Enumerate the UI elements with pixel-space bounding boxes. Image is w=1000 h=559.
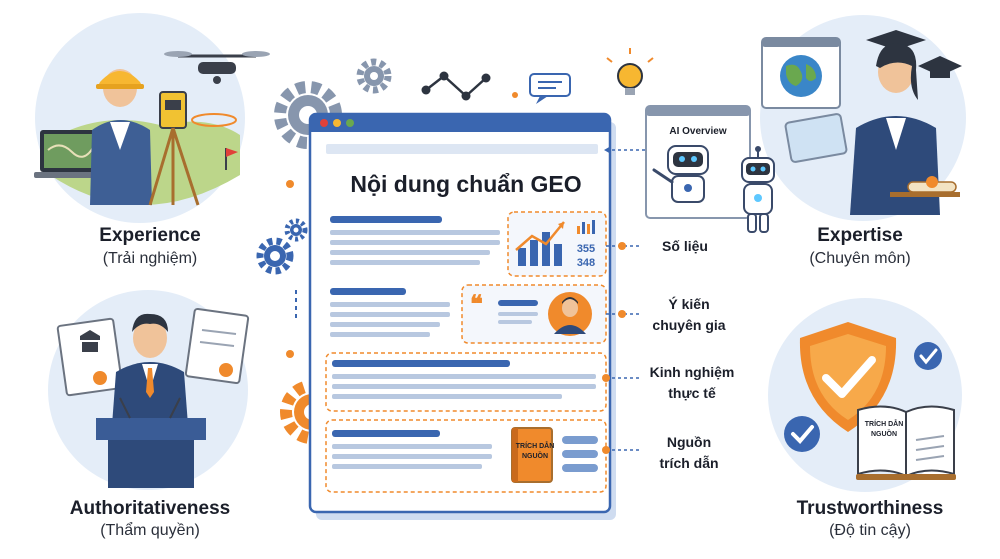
pillar-expertise-subtitle: (Chuyên môn) [809, 250, 911, 267]
tablet-icon [784, 113, 848, 163]
stat-value-2: 348 [577, 257, 595, 269]
section-sources: TRÍCH DẪN NGUỒN [325, 419, 607, 493]
book-label-line1: TRÍCH DẪN [516, 441, 555, 450]
check-badge-icon-top [914, 342, 942, 370]
gear-icon-left [256, 237, 294, 275]
network-nodes-icon [421, 71, 491, 101]
dot-decoration [512, 92, 518, 98]
callout-connectors [602, 146, 652, 454]
total-station-icon [148, 91, 200, 206]
drone-icon [164, 51, 270, 84]
callout-sources: Nguồn trích dẫn [636, 432, 742, 474]
callout-sources-line2: trích dẫn [659, 455, 719, 471]
gear-icon-small-top [356, 58, 392, 94]
globe-icon [780, 55, 822, 97]
expertise-illustration [760, 15, 966, 221]
bar-chart-icon [515, 221, 565, 266]
window-dot-green [346, 119, 354, 127]
section-expert: ❝ [330, 284, 607, 344]
trust-book-label-line2: NGUỒN [871, 428, 897, 438]
callout-sources-line1: Nguồn [666, 434, 712, 450]
shield-check-icon [799, 322, 897, 432]
gear-icon-left-small [284, 218, 308, 242]
certificate-icon-right [184, 307, 250, 385]
certificate-icon-left [56, 317, 124, 397]
ai-overview-title: AI Overview [669, 126, 726, 137]
laptop-icon [34, 130, 108, 178]
flag-icon [191, 113, 238, 170]
callout-stats-line1: Số liệu [662, 238, 708, 254]
open-book-icon [856, 405, 956, 480]
graduation-cap-icon [918, 56, 962, 78]
trustworthiness-illustration: TRÍCH DẪN NGUỒN [768, 298, 962, 492]
book-icon [511, 427, 553, 483]
document-title: Nội dung chuẩn GEO [350, 171, 581, 197]
chat-bubble-icon [529, 73, 571, 104]
check-badge-icon-left [784, 416, 820, 452]
callout-expert-line1: Ý kiến [668, 296, 710, 312]
diploma-icon [890, 176, 960, 197]
dot-decoration [286, 180, 294, 188]
callout-expert-line2: chuyên gia [652, 317, 726, 333]
pillar-experience-subtitle: (Trải nghiệm) [102, 250, 198, 267]
stat-value-1: 355 [577, 243, 595, 255]
section-stats: 355 348 [330, 211, 607, 277]
trust-book-label-line1: TRÍCH DẪN [865, 419, 904, 428]
lightbulb-icon [606, 48, 654, 95]
pillar-trustworthiness-title: Trustworthiness [796, 498, 944, 519]
pillar-expertise-title: Expertise [817, 225, 903, 246]
robot-icon-large [652, 145, 709, 203]
pillar-trustworthiness-subtitle: (Độ tin cậy) [829, 522, 911, 539]
section-experience [325, 352, 607, 412]
pillar-authoritativeness-title: Authoritativeness [69, 498, 231, 519]
pillar-authoritativeness-subtitle: (Thẩm quyền) [100, 522, 200, 539]
book-label-line2: NGUỒN [522, 450, 548, 460]
source-list-icon [562, 436, 598, 472]
expert-avatar [548, 292, 592, 336]
experience-illustration [34, 13, 270, 223]
robot-icon-small [741, 146, 775, 233]
callout-experience-line1: Kinh nghiệm [649, 364, 735, 380]
surveyor-person [90, 69, 152, 205]
window-dot-yellow [333, 119, 341, 127]
window-dot-red [320, 119, 328, 127]
callout-experience-line2: thực tế [668, 385, 716, 401]
speaker-person [112, 313, 188, 425]
podium-icon [96, 397, 206, 488]
authoritativeness-illustration [48, 290, 250, 490]
quote-mark-icon: ❝ [470, 289, 483, 318]
mini-chart-icon [577, 220, 595, 234]
pillar-experience-title: Experience [99, 225, 201, 246]
dot-decoration [286, 350, 294, 358]
callout-expert: Ý kiến chuyên gia [636, 294, 742, 336]
callout-experience: Kinh nghiệm thực tế [636, 362, 748, 404]
callout-stats: Số liệu [640, 236, 730, 257]
